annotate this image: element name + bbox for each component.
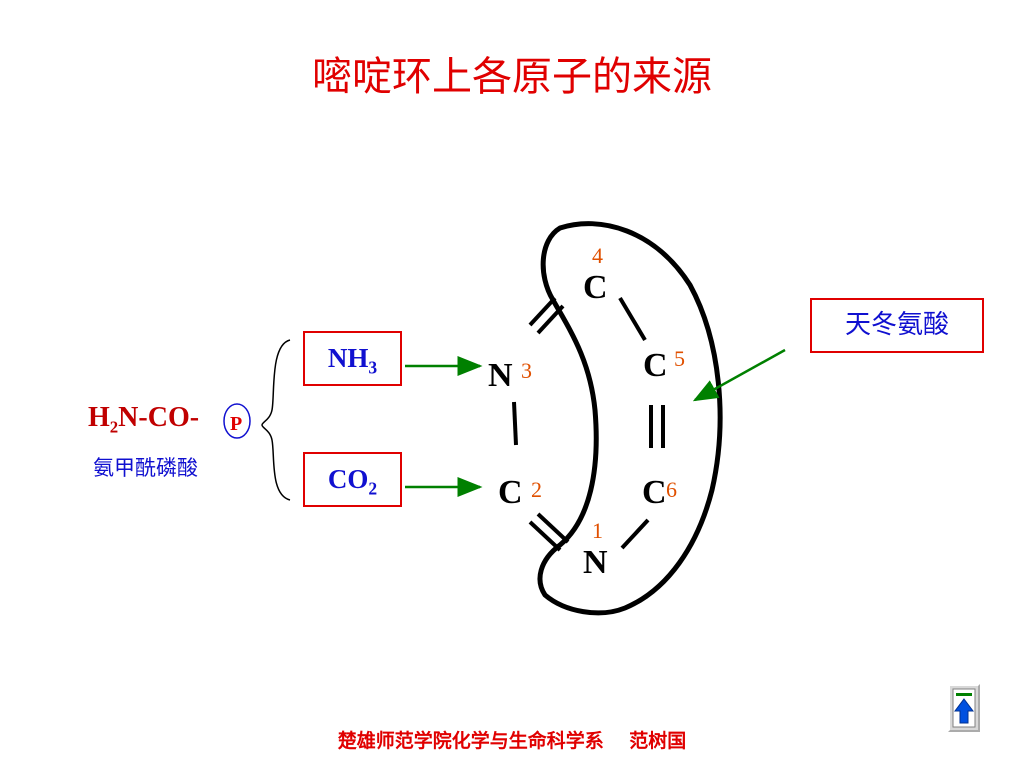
carbamoyl-phosphate-name: 氨甲酰磷酸 (93, 456, 198, 480)
atom-c5: C (643, 347, 668, 384)
atom-n3: N (488, 357, 513, 394)
nh3-label: NH (327, 343, 369, 373)
ring-bonds (512, 296, 665, 552)
curly-brace (261, 339, 291, 501)
phosphate-circle (223, 403, 251, 439)
nh3-subscript: 3 (368, 357, 378, 378)
atom-number-4: 4 (592, 243, 603, 268)
aspartate-source-box: 天冬氨酸 (810, 298, 984, 353)
formula-h: H (88, 402, 110, 433)
formula-subscript: 2 (109, 417, 119, 437)
atom-number-2: 2 (531, 477, 542, 502)
footer-credit: 楚雄师范学院化学与生命科学系 范树国 (337, 730, 687, 752)
atom-c4: C (583, 269, 608, 306)
page-title: 嘧啶环上各原子的来源 (312, 54, 712, 100)
nav-up-button[interactable] (948, 684, 980, 732)
aspartate-arrow (692, 348, 786, 402)
up-arrow-icon (952, 688, 976, 728)
co2-subscript: 2 (368, 478, 378, 499)
atom-number-3: 3 (521, 358, 532, 383)
formula-rest: N-CO- (118, 402, 200, 433)
carbamoyl-phosphate-formula: H2N-CO- (88, 402, 199, 438)
nh3-source-box: NH3 (303, 331, 402, 386)
atom-number-5: 5 (674, 346, 685, 371)
atom-c6: C (642, 474, 667, 511)
co2-source-box: CO2 (303, 452, 402, 507)
atom-number-1: 1 (592, 518, 603, 543)
atom-number-6: 6 (666, 477, 677, 502)
atom-c2: C (498, 474, 523, 511)
co2-label: CO (327, 464, 369, 494)
atom-n1: N (583, 544, 608, 581)
aspartate-label: 天冬氨酸 (844, 310, 949, 340)
phosphate-letter: P (230, 413, 242, 435)
aspartate-outline (537, 221, 723, 616)
